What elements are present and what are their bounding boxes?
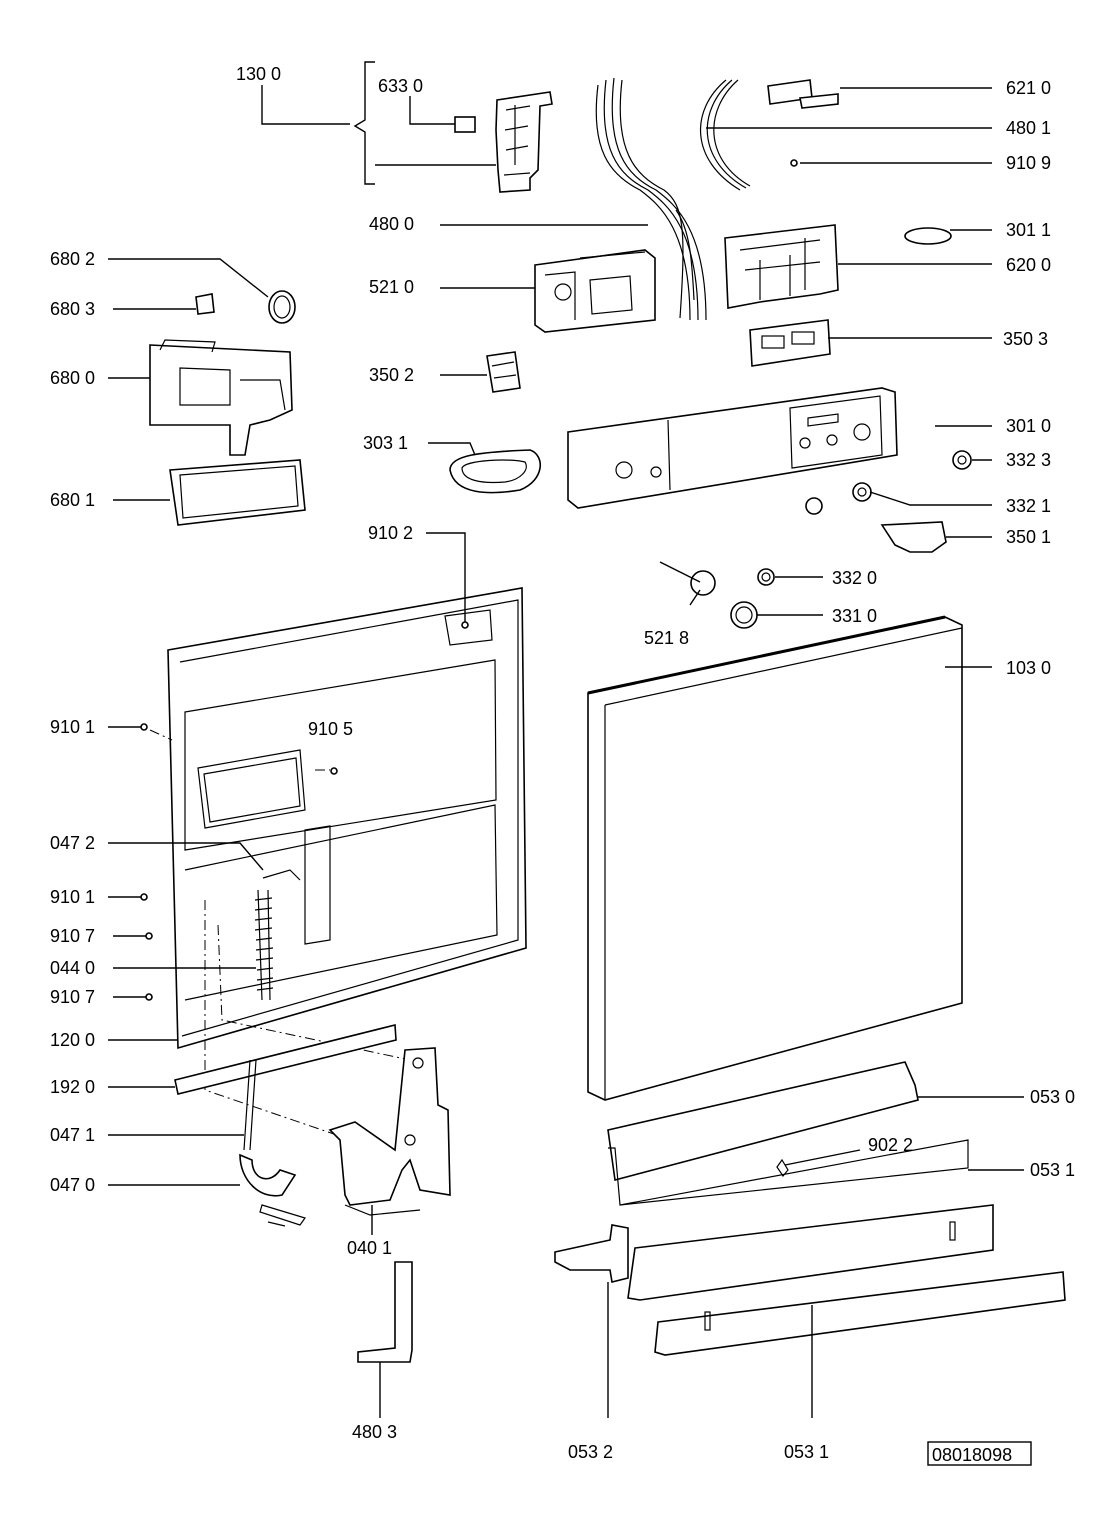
- rod-clip-047: [239, 1059, 306, 1227]
- label-680-0: 680 0: [50, 368, 95, 388]
- harness-480-1: [699, 79, 751, 191]
- cap-301-1: [904, 227, 952, 245]
- label-633-0: 633 0: [378, 76, 423, 96]
- wiring-harness: [595, 77, 707, 321]
- label-303-1: 303 1: [363, 433, 408, 453]
- label-910-1b: 910 1: [50, 887, 95, 907]
- label-480-0: 480 0: [369, 214, 414, 234]
- screw-910-2: [461, 621, 469, 629]
- leader-lines: [108, 85, 1024, 1418]
- document-number-box: 08018098: [927, 1441, 1032, 1466]
- bracket-620: [724, 224, 839, 309]
- label-910-7a: 910 7: [50, 926, 95, 946]
- label-910-9: 910 9: [1006, 153, 1051, 173]
- knob-331-0: [730, 601, 758, 629]
- label-332-1: 332 1: [1006, 496, 1051, 516]
- label-044-0: 044 0: [50, 958, 95, 978]
- label-902-2: 902 2: [868, 1135, 913, 1155]
- screw-910-7b: [145, 993, 153, 1001]
- profile-053-0: [607, 1061, 969, 1206]
- label-910-7b: 910 7: [50, 987, 95, 1007]
- label-053-0: 053 0: [1030, 1087, 1075, 1107]
- knob-332-extra: [805, 497, 823, 515]
- label-047-1: 047 1: [50, 1125, 95, 1145]
- label-047-0: 047 0: [50, 1175, 95, 1195]
- label-130-0: 130 0: [236, 64, 281, 84]
- label-332-0: 332 0: [832, 568, 877, 588]
- rail-192: [174, 1023, 397, 1095]
- label-332-3: 332 3: [1006, 450, 1051, 470]
- label-350-3: 350 3: [1003, 329, 1048, 349]
- label-910-5: 910 5: [308, 719, 353, 739]
- screw-910-1a: [140, 723, 148, 731]
- label-680-1: 680 1: [50, 490, 95, 510]
- label-053-2: 053 2: [568, 1442, 613, 1462]
- holder-350-1: [880, 521, 947, 553]
- label-480-1: 480 1: [1006, 118, 1051, 138]
- knob-332-3: [952, 450, 972, 470]
- part-labels: 130 0 633 0 621 0 480 1 910 9 480 0 301 …: [50, 64, 1075, 1462]
- screw-910-7a: [145, 932, 153, 940]
- label-047-2: 047 2: [50, 833, 95, 853]
- label-301-1: 301 1: [1006, 220, 1051, 240]
- control-panel-301: [567, 387, 898, 509]
- label-620-0: 620 0: [1006, 255, 1051, 275]
- screw-910-1b: [140, 893, 148, 901]
- button-block-350-3: [749, 319, 831, 367]
- label-480-3: 480 3: [352, 1422, 397, 1442]
- hinge-040: [328, 1047, 451, 1216]
- label-521-0: 521 0: [369, 277, 414, 297]
- knob-332-1: [852, 482, 872, 502]
- label-040-1: 040 1: [347, 1238, 392, 1258]
- strip-053-1b: [654, 1271, 1066, 1356]
- label-521-8: 521 8: [644, 628, 689, 648]
- door-switch-assembly: [353, 61, 553, 193]
- label-621-0: 621 0: [1006, 78, 1051, 98]
- dispenser-680: [149, 290, 306, 526]
- label-301-0: 301 0: [1006, 416, 1051, 436]
- label-910-1a: 910 1: [50, 717, 95, 737]
- bracket-480-3: [357, 1261, 413, 1363]
- label-680-2: 680 2: [50, 249, 95, 269]
- label-350-1: 350 1: [1006, 527, 1051, 547]
- document-number: 08018098: [932, 1445, 1012, 1465]
- assembly-line-3: [149, 729, 173, 741]
- label-120-0: 120 0: [50, 1030, 95, 1050]
- outer-door-103: [587, 615, 963, 1101]
- label-350-2: 350 2: [369, 365, 414, 385]
- knob-332-0: [757, 568, 775, 586]
- label-053-1a: 053 1: [1030, 1160, 1075, 1180]
- screw-910-9: [790, 159, 798, 167]
- bracket-053-2: [554, 1224, 629, 1283]
- screw-902-2: [776, 1158, 789, 1178]
- connector-621: [767, 79, 839, 109]
- spring-044: [254, 869, 301, 1001]
- label-053-1b: 053 1: [784, 1442, 829, 1462]
- sensor-521-8: [659, 561, 716, 596]
- switch-350-2: [486, 351, 521, 393]
- label-103-0: 103 0: [1006, 658, 1051, 678]
- label-680-3: 680 3: [50, 299, 95, 319]
- inner-door-120: [167, 587, 527, 1050]
- strip-053-1a: [627, 1204, 994, 1301]
- label-910-2: 910 2: [368, 523, 413, 543]
- screw-910-5: [330, 767, 338, 775]
- control-module-521: [534, 249, 656, 333]
- label-192-0: 192 0: [50, 1077, 95, 1097]
- handle-303-1: [449, 449, 542, 494]
- label-331-0: 331 0: [832, 606, 877, 626]
